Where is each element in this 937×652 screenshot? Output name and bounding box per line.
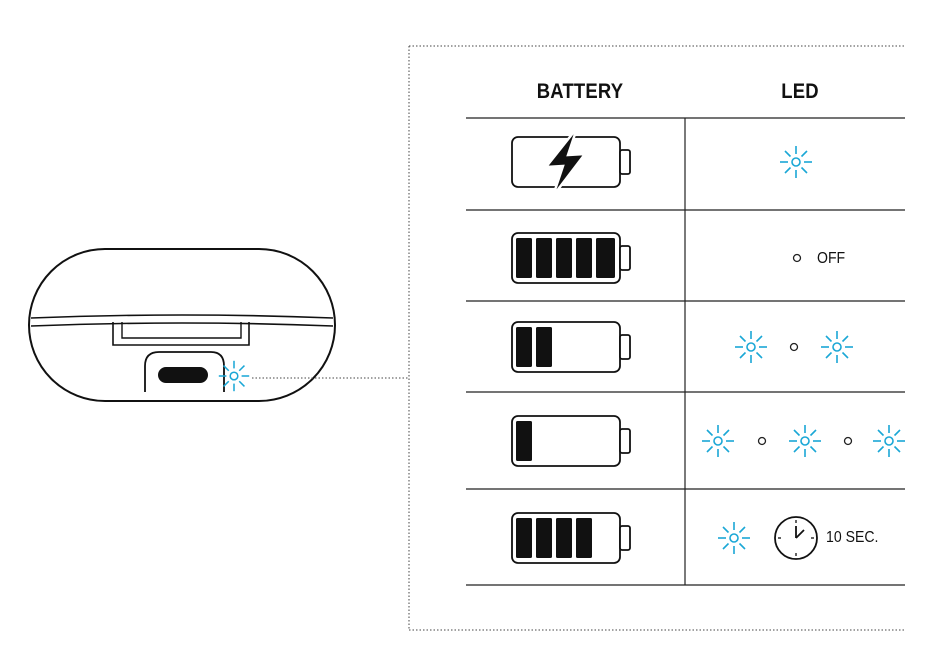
- led-blink-icon: [701, 424, 735, 458]
- battery-low-icon: [511, 415, 631, 467]
- callout-frame: [252, 45, 906, 631]
- led-blink-icon: [717, 521, 751, 555]
- led-off-label: OFF: [817, 250, 846, 267]
- led-off-dot: [843, 436, 853, 446]
- table-grid: [466, 117, 905, 586]
- led-off-dot: [757, 436, 767, 446]
- battery-medium-icon: [511, 321, 631, 373]
- battery-full-icon: [511, 232, 631, 284]
- led-blink-icon: [788, 424, 822, 458]
- led-blink-icon: [734, 330, 768, 364]
- led-blinking-icon: [779, 145, 813, 179]
- led-blink-icon: [872, 424, 906, 458]
- led-blink-icon: [820, 330, 854, 364]
- led-column-header: LED: [781, 80, 819, 103]
- battery-charging-icon: [511, 127, 631, 197]
- battery-high-icon: [511, 512, 631, 564]
- earbud-case-illustration: [28, 248, 336, 402]
- battery-column-header: BATTERY: [536, 80, 624, 103]
- duration-label: 10 SEC.: [826, 529, 879, 546]
- led-off-dot: [789, 342, 799, 352]
- led-off-dot: [792, 253, 802, 263]
- clock-icon: [774, 516, 818, 560]
- usb-c-port: [144, 351, 225, 392]
